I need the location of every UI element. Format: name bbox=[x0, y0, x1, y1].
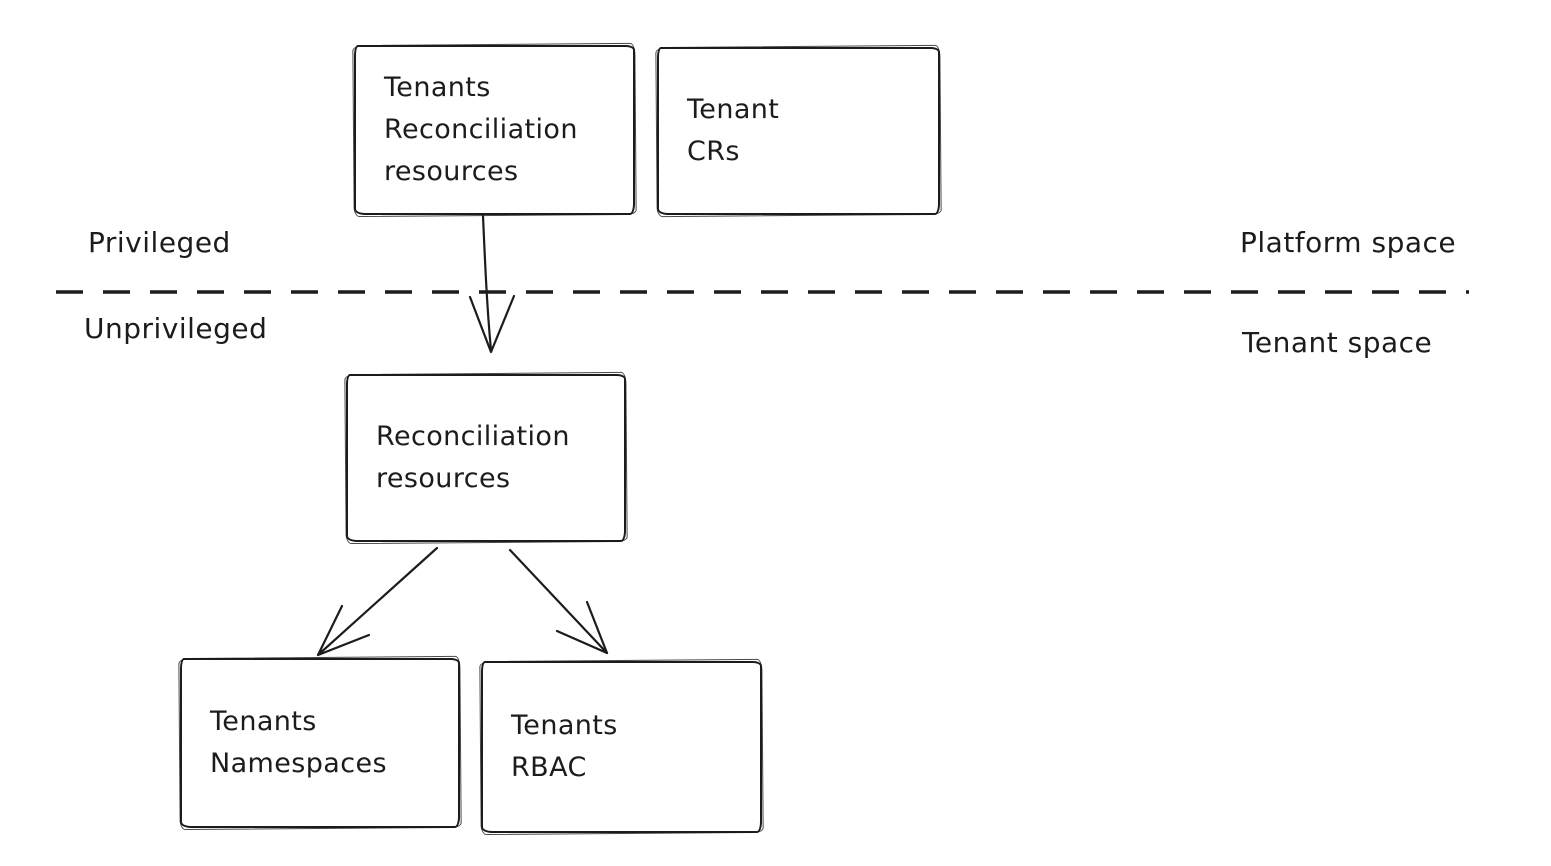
node-tenants-reconciliation-resources: Tenants Reconciliation resources bbox=[354, 45, 635, 215]
zone-label-tenant-space: Tenant space bbox=[1242, 326, 1433, 359]
arrow-tenants-reconciliation-to-reconciliation bbox=[468, 214, 516, 354]
node-label-reconciliation-resources: Reconciliation resources bbox=[376, 421, 570, 494]
arrow-reconciliation-to-tenants-namespaces bbox=[316, 546, 439, 657]
arrow-reconciliation-to-tenants-rbac bbox=[508, 548, 609, 655]
node-tenants-namespaces: Tenants Namespaces bbox=[180, 658, 460, 828]
node-reconciliation-resources: Reconciliation resources bbox=[346, 374, 626, 542]
node-tenants-rbac: Tenants RBAC bbox=[481, 661, 762, 833]
node-tenant-crs: Tenant CRs bbox=[657, 47, 940, 215]
zone-label-privileged: Privileged bbox=[88, 226, 231, 259]
zone-label-unprivileged: Unprivileged bbox=[84, 312, 268, 345]
node-label-tenants-rbac: Tenants RBAC bbox=[511, 710, 618, 783]
node-label-tenants-namespaces: Tenants Namespaces bbox=[210, 706, 387, 779]
zone-label-platform-space: Platform space bbox=[1240, 226, 1457, 259]
node-label-tenants-reconciliation-resources: Tenants Reconciliation resources bbox=[384, 72, 578, 187]
node-label-tenant-crs: Tenant CRs bbox=[687, 94, 780, 167]
